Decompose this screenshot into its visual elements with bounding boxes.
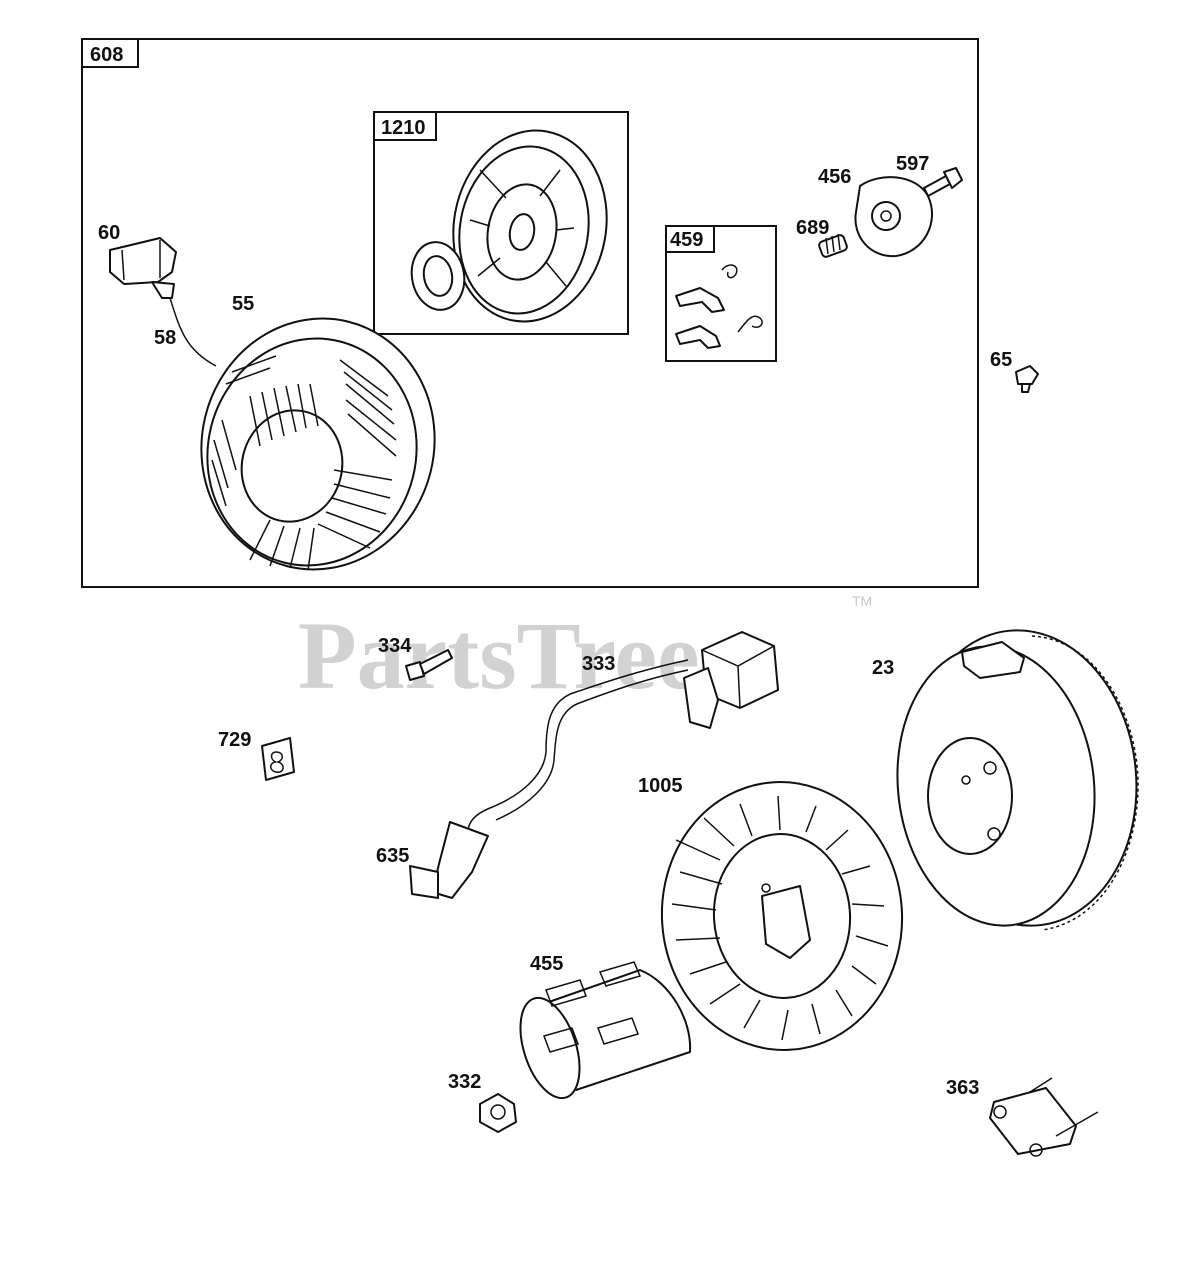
callout-597[interactable]: 597	[896, 153, 929, 175]
part-635-spark-plug-boot[interactable]	[409, 821, 489, 899]
callout-333[interactable]: 333	[582, 653, 615, 675]
assembly-1210-label: 1210	[381, 117, 426, 139]
callout-456[interactable]: 456	[818, 166, 851, 188]
watermark-text: PartsTree	[298, 602, 700, 709]
part-459-pawl-kit[interactable]	[675, 264, 763, 349]
part-334-bolt[interactable]	[405, 649, 453, 681]
watermark-trademark: TM	[852, 593, 872, 609]
callout-455[interactable]: 455	[530, 953, 563, 975]
part-23-flywheel[interactable]	[884, 619, 1151, 937]
assembly-459-frame[interactable]: 459	[665, 225, 777, 362]
callout-689[interactable]: 689	[796, 217, 829, 239]
assembly-608-frame[interactable]: 608	[81, 38, 979, 588]
callout-334[interactable]: 334	[378, 635, 412, 657]
callout-332[interactable]: 332	[448, 1071, 481, 1093]
part-332-nut[interactable]	[479, 1093, 517, 1133]
callout-60[interactable]: 60	[98, 222, 120, 244]
part-455-cup[interactable]	[509, 961, 692, 1105]
part-363-bracket[interactable]	[989, 1077, 1099, 1157]
callout-65[interactable]: 65	[990, 349, 1012, 371]
callout-363[interactable]: 363	[946, 1077, 979, 1099]
callout-55[interactable]: 55	[232, 293, 254, 315]
assembly-608-label: 608	[90, 44, 123, 66]
callout-635[interactable]: 635	[376, 845, 409, 867]
callout-58[interactable]: 58	[154, 327, 176, 349]
part-333-ignition-coil[interactable]	[467, 631, 779, 833]
part-55-starter-housing[interactable]	[175, 294, 461, 595]
part-456-starter-cup[interactable]	[854, 176, 933, 258]
part-689-spring[interactable]	[818, 233, 848, 258]
part-1210-pulley[interactable]	[438, 118, 621, 333]
part-729-gasket[interactable]	[261, 737, 295, 781]
callout-729[interactable]: 729	[218, 729, 251, 751]
part-58-starter-rope[interactable]	[169, 297, 217, 367]
part-1005-fan[interactable]	[653, 774, 911, 1058]
callout-1005[interactable]: 1005	[638, 775, 683, 797]
assembly-459-label: 459	[670, 229, 703, 251]
assembly-1210-frame[interactable]: 1210	[373, 111, 629, 335]
part-1210-recoil-spring[interactable]	[406, 238, 469, 314]
part-60-rope-handle[interactable]	[109, 237, 177, 299]
part-65-screw[interactable]	[1015, 365, 1039, 393]
callout-23[interactable]: 23	[872, 657, 894, 679]
part-597-bolt[interactable]	[923, 167, 963, 197]
